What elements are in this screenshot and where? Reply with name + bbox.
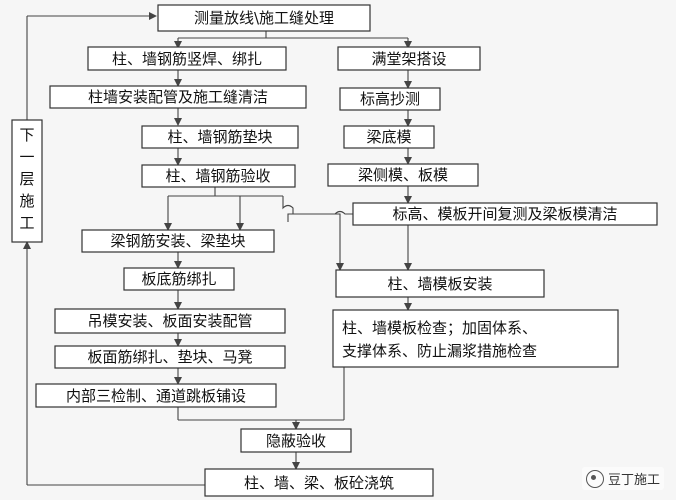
node-n6: 柱、墙钢筋垫块 — [141, 125, 299, 149]
node-n16: 板面筋绑扎、垫块、马凳 — [54, 345, 286, 369]
node-n5: 标高抄测 — [339, 87, 441, 111]
node-n17: 内部三检制、通道跳板铺设 — [35, 383, 277, 408]
node-n3-label: 满堂架搭设 — [371, 50, 446, 68]
node-n19: 柱、墙、梁、板砼浇筑 — [204, 468, 434, 497]
node-n11-label: 梁钢筋安装、梁垫块 — [110, 232, 245, 250]
node-n1-label: 测量放线\施工缝处理 — [194, 9, 334, 27]
watermark: 豆丁施工 — [581, 467, 664, 490]
node-n8-label: 柱、墙钢筋验收 — [165, 167, 270, 185]
node-n12: 板底筋绑扎 — [123, 267, 235, 291]
node-n17-label: 内部三检制、通道跳板铺设 — [66, 387, 246, 405]
node-n14: 吊模安装、板面安装配管 — [54, 308, 286, 334]
loop-char-2: 一 — [19, 148, 34, 166]
connectors — [23, 12, 412, 486]
node-n9-label: 梁侧模、板模 — [358, 166, 448, 184]
node-n13-label: 柱、墙模板安装 — [387, 275, 492, 293]
node-n14-label: 吊模安装、板面安装配管 — [87, 312, 252, 330]
loop-char-5: 工 — [19, 214, 34, 232]
node-n2-label: 柱、墙钢筋竖焊、绑扎 — [112, 50, 262, 68]
node-n3: 满堂架搭设 — [337, 46, 481, 71]
node-n7-label: 梁底模 — [366, 128, 411, 146]
loop-box: 下 一 层 施 工 — [11, 119, 43, 243]
node-n8: 柱、墙钢筋验收 — [141, 164, 296, 188]
node-n13: 柱、墙模板安装 — [335, 269, 545, 298]
node-n16-label: 板面筋绑扎、垫块、马凳 — [87, 348, 252, 366]
watermark-logo-icon — [585, 469, 604, 488]
node-n19-label: 柱、墙、梁、板砼浇筑 — [244, 474, 394, 492]
node-n4: 柱墙安装配管及施工缝清洁 — [49, 85, 307, 109]
node-n2: 柱、墙钢筋竖焊、绑扎 — [87, 46, 287, 71]
node-n9: 梁侧模、板模 — [327, 163, 479, 187]
node-n11: 梁钢筋安装、梁垫块 — [81, 229, 275, 253]
node-n7: 梁底模 — [343, 125, 435, 149]
node-n15: 柱、墙模板检查；加固体系、 支撑体系、防止漏浆措施检查 — [332, 309, 619, 368]
node-n10: 标高、模板开间复测及梁板模清洁 — [352, 202, 658, 226]
node-n1: 测量放线\施工缝处理 — [157, 4, 371, 32]
node-n6-label: 柱、墙钢筋垫块 — [167, 128, 272, 146]
node-n18-label: 隐蔽验收 — [266, 432, 326, 450]
node-n12-label: 板底筋绑扎 — [141, 270, 216, 288]
node-n15-line1: 柱、墙模板检查；加固体系、 — [342, 319, 537, 337]
watermark-text: 豆丁施工 — [607, 473, 660, 488]
loop-char-1: 下 — [19, 126, 34, 144]
node-n5-label: 标高抄测 — [360, 90, 420, 108]
node-n18: 隐蔽验收 — [240, 428, 352, 453]
loop-char-3: 层 — [19, 170, 34, 188]
node-n10-label: 标高、模板开间复测及梁板模清洁 — [392, 205, 617, 223]
loop-char-4: 施 — [19, 192, 34, 210]
node-n4-label: 柱墙安装配管及施工缝清洁 — [88, 88, 268, 106]
node-n15-line2: 支撑体系、防止漏浆措施检查 — [342, 342, 537, 360]
